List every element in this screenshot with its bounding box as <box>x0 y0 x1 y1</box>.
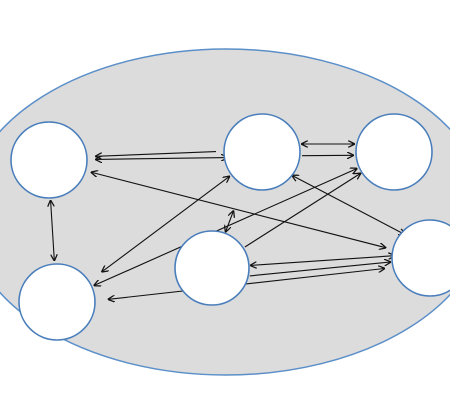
nodes-layer <box>10 113 450 341</box>
node-n2 <box>223 113 301 191</box>
edge-n2-n4-9 <box>102 177 229 272</box>
node-n6 <box>391 219 450 297</box>
edge-n1-n2-1 <box>96 158 227 160</box>
edge-n5-n6-11 <box>251 256 394 266</box>
node-n5 <box>174 230 250 306</box>
node-n3 <box>355 113 433 191</box>
edge-n2-n6-7 <box>292 176 404 235</box>
node-n4 <box>18 263 96 341</box>
edge-n3-n5-10 <box>244 174 360 248</box>
edge-n1-n4-5 <box>51 201 55 260</box>
edges-layer <box>51 144 405 299</box>
node-n1 <box>10 121 88 199</box>
edge-n6-n4-13 <box>109 269 385 300</box>
